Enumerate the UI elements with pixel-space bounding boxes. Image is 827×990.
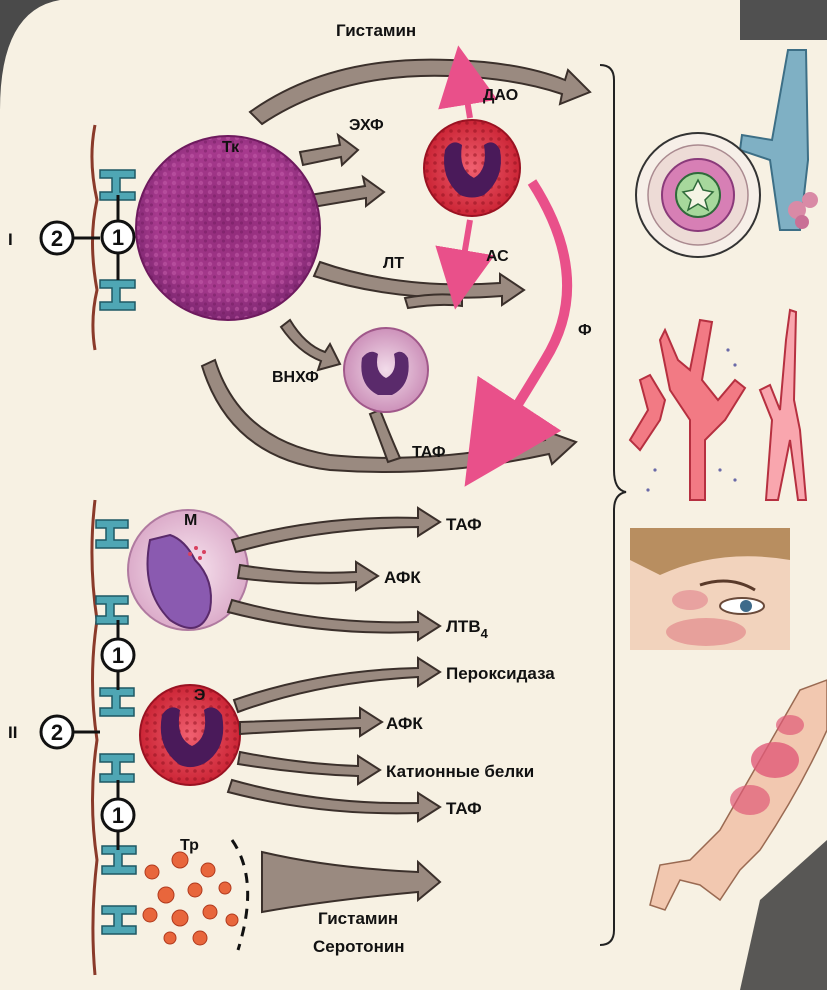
section-marker-i: I <box>8 230 13 249</box>
svg-text:1: 1 <box>112 803 124 828</box>
label-vnhf: ВНХФ <box>272 369 319 386</box>
neutrophil-top <box>344 328 428 412</box>
circle-1-bottom: 1 <box>102 799 134 831</box>
section-marker-ii: II <box>8 723 17 742</box>
label-eos-cationic: Катионные белки <box>386 762 534 781</box>
circle-2-top: 2 <box>41 222 73 254</box>
svg-text:1: 1 <box>112 225 124 250</box>
label-eos-peroxidase: Пероксидаза <box>446 664 555 683</box>
label-dao: ДАО <box>483 87 518 104</box>
label-macro-afk: АФК <box>384 568 421 587</box>
svg-text:1: 1 <box>112 643 124 668</box>
circle-1-mid: 1 <box>102 639 134 671</box>
label-as: АС <box>486 248 509 265</box>
eosinophil-top <box>424 120 520 216</box>
label-lt: ЛТ <box>383 255 404 272</box>
svg-text:Тк: Тк <box>222 139 240 156</box>
eosinophil-bottom: Э <box>140 685 240 785</box>
label-platelets-histamine: Гистамин <box>318 909 398 928</box>
label-histamine-top: Гистамин <box>336 21 416 40</box>
face-illustration <box>630 528 790 650</box>
svg-text:2: 2 <box>51 720 63 745</box>
circle-2-bottom: 2 <box>41 716 73 748</box>
label-platelets-serotonin: Серотонин <box>313 937 405 956</box>
mast-cell: Тк <box>136 136 320 320</box>
label-eos-taf: ТАФ <box>446 799 482 818</box>
label-eos-afk: АФК <box>386 714 423 733</box>
circle-1-top: 1 <box>102 221 134 253</box>
svg-text:М: М <box>184 512 197 529</box>
svg-text:Тр: Тр <box>180 837 199 854</box>
label-f: Ф <box>578 322 592 339</box>
svg-text:2: 2 <box>51 226 63 251</box>
label-taf-top: ТАФ <box>412 444 446 461</box>
svg-text:Э: Э <box>194 687 205 704</box>
label-macro-taf: ТАФ <box>446 515 482 534</box>
label-ecf: ЭХФ <box>349 117 384 134</box>
